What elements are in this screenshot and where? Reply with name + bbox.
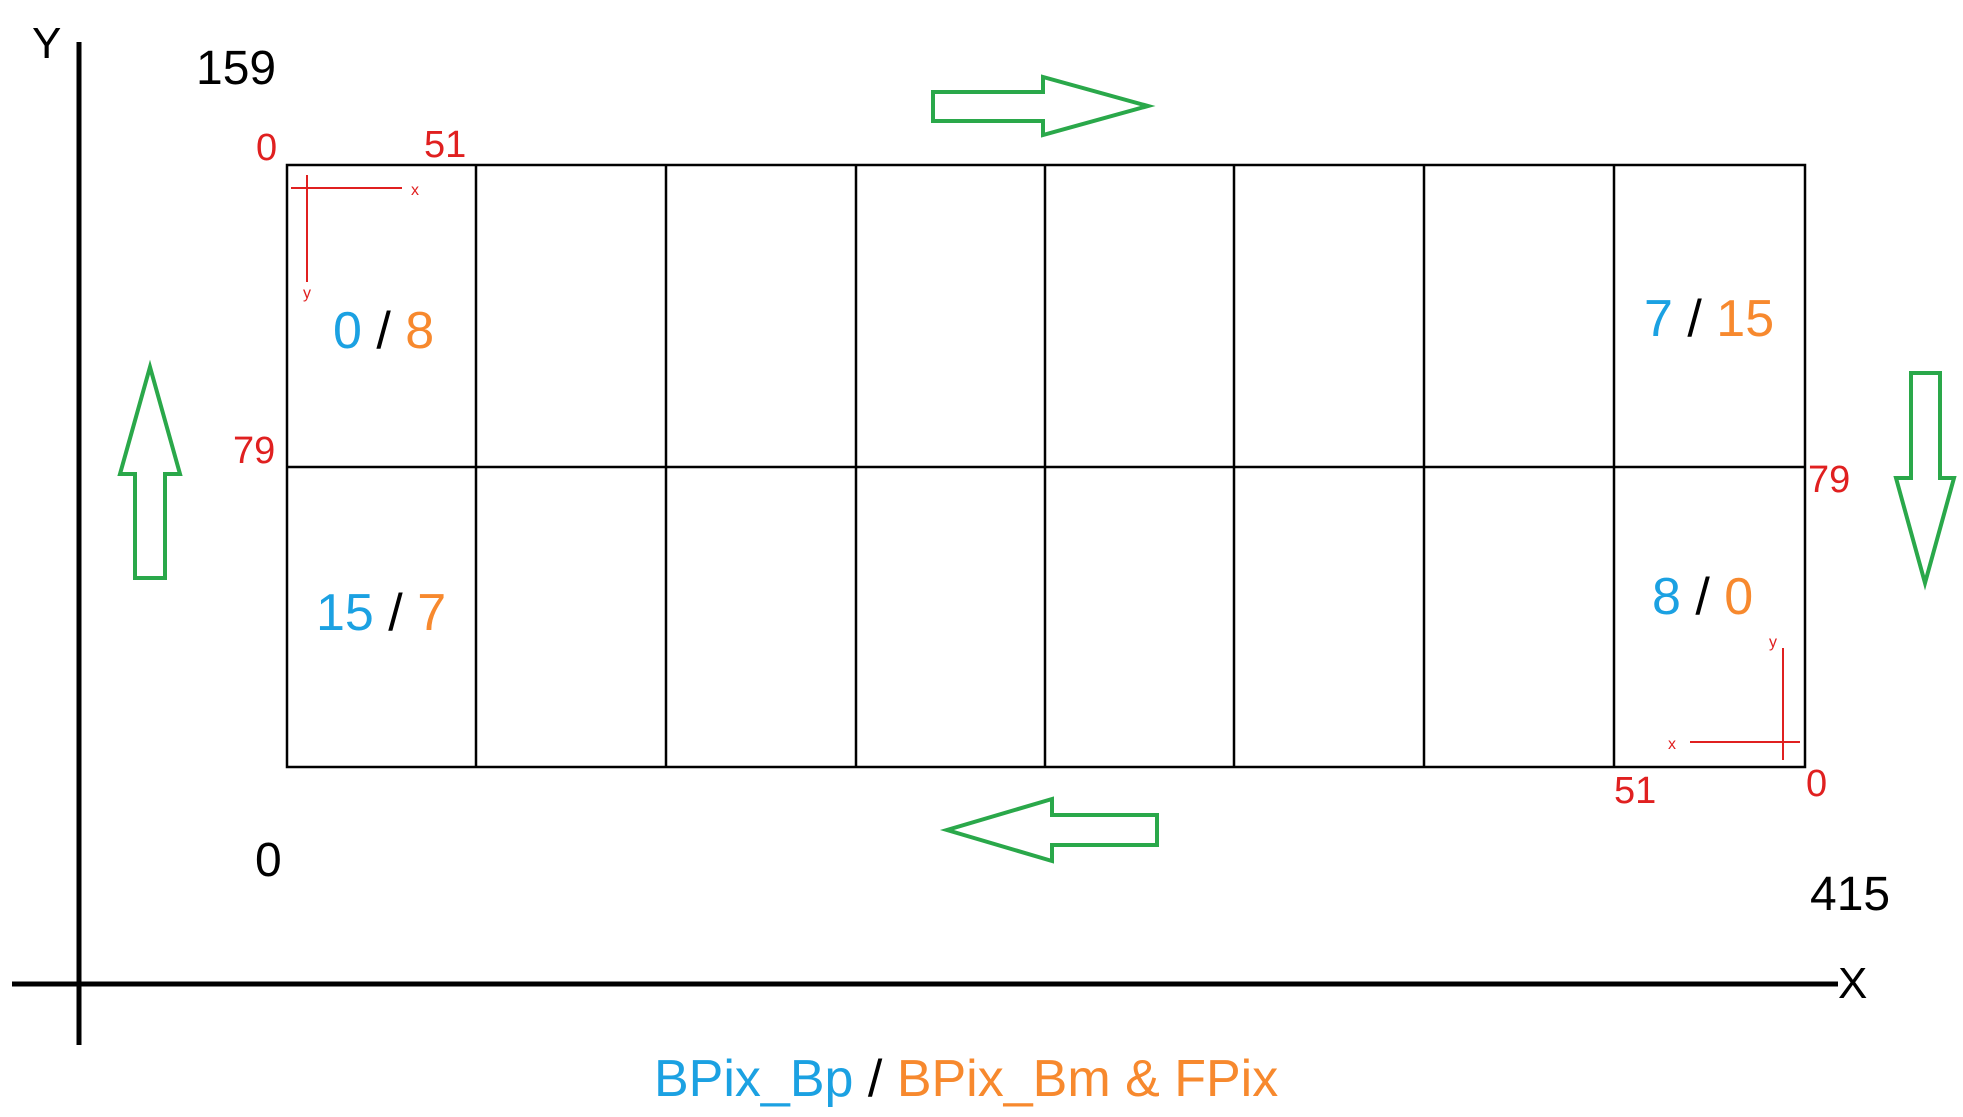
chip-label-top-right: 7 / 15 <box>1644 290 1774 348</box>
chip-bp-id: 15 <box>316 584 374 642</box>
arrow-left-icon <box>939 796 1159 864</box>
local-x-label-top-left: x <box>411 182 419 199</box>
left-row-label: 79 <box>233 430 275 472</box>
y-axis-label: Y <box>32 19 61 68</box>
x-axis-label: X <box>1838 959 1867 1008</box>
chip-bm-id: 7 <box>417 584 446 642</box>
chip-sep: / <box>388 584 417 642</box>
x-max-label: 415 <box>1810 868 1890 921</box>
chip-bm-id: 8 <box>405 302 434 360</box>
chip-label-bottom-right: 8 / 0 <box>1652 568 1753 626</box>
local-axes-bottom-right <box>1690 648 1800 760</box>
top-left-col-label: 51 <box>424 124 466 166</box>
chip-sep: / <box>376 302 405 360</box>
local-axes-top-left <box>291 175 402 282</box>
chip-bm-id: 15 <box>1716 290 1774 348</box>
module-grid <box>285 163 1807 769</box>
arrow-right-icon <box>931 74 1156 138</box>
y-max-label: 159 <box>196 42 276 95</box>
chip-label-top-left: 0 / 8 <box>333 302 434 360</box>
origin-label: 0 <box>255 834 282 887</box>
bottom-right-zero-label: 0 <box>1806 763 1827 805</box>
arrow-up-icon <box>117 359 183 580</box>
bottom-right-col-label: 51 <box>1614 770 1656 812</box>
readout-direction-arrows <box>117 74 1957 864</box>
legend-bp: BPix_Bp <box>654 1050 853 1108</box>
corner-labels: 0 51 79 79 51 0 <box>233 124 1850 812</box>
chip-bp-id: 0 <box>333 302 362 360</box>
top-left-zero-label: 0 <box>256 127 277 169</box>
chip-sep: / <box>1695 568 1724 626</box>
legend: BPix_Bp / BPix_Bm & FPix <box>654 1050 1278 1108</box>
legend-sep: / <box>868 1050 897 1108</box>
local-x-label-bottom-right: x <box>1668 736 1676 753</box>
chip-label-bottom-left: 15 / 7 <box>316 584 446 642</box>
chip-bp-id: 7 <box>1644 290 1673 348</box>
local-y-label-bottom-right: y <box>1769 634 1777 651</box>
chip-sep: / <box>1687 290 1716 348</box>
arrow-down-icon <box>1893 371 1957 591</box>
chip-bm-id: 0 <box>1724 568 1753 626</box>
chip-bp-id: 8 <box>1652 568 1681 626</box>
local-y-label-top-left: y <box>303 285 311 302</box>
legend-bm-fpix: BPix_Bm & FPix <box>897 1050 1278 1108</box>
right-row-label: 79 <box>1808 459 1850 501</box>
